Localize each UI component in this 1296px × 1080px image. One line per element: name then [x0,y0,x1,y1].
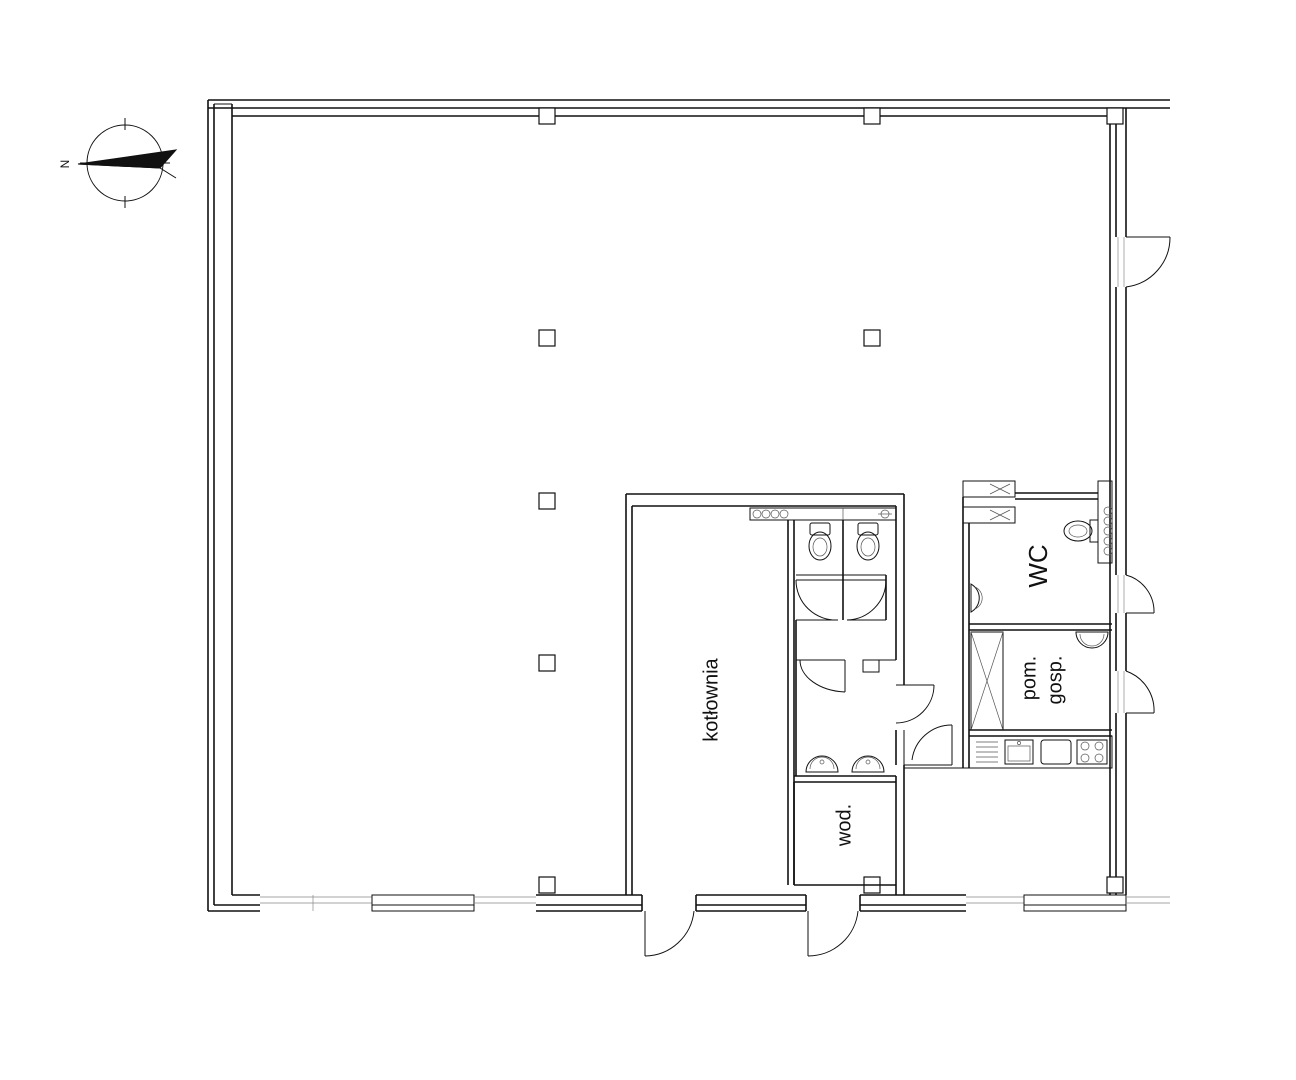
central-block [625,493,935,895]
door-east-top [1125,236,1171,288]
outer-walls [207,99,1170,912]
label-wc: WC [1023,544,1053,587]
column [538,107,556,125]
cooktop-icon [1076,739,1108,765]
column [1106,876,1124,894]
label-utility-line1: pom. [1018,656,1040,700]
column [1106,107,1124,125]
columns [538,107,1124,894]
toilet-icon [1063,519,1099,543]
sink-icon [1075,631,1109,649]
column [863,107,881,125]
compass-icon: N [58,118,178,208]
label-water-meter: wod. [833,804,855,847]
door-south-left [644,910,695,957]
toilet-icon [856,522,880,561]
north-label: N [58,160,72,169]
label-boiler-room: kotłownia [700,657,722,741]
drain-board-icon [976,741,998,763]
column [538,329,556,347]
door-corridor [903,724,953,766]
column [863,329,881,347]
kitchen-sink-icon [1004,739,1034,765]
east-block [904,480,1113,769]
column [538,654,556,672]
door-east-utility [1125,670,1155,714]
column [538,876,556,894]
sink-icon [970,583,983,613]
sink-icon [805,755,839,773]
toilet-icon [808,522,832,561]
sink-icon [851,755,885,773]
oven-icon [1040,739,1072,765]
column [538,492,556,510]
door-south-right [807,910,859,957]
label-utility-line2: gosp. [1044,656,1066,705]
door-east-wc [1125,574,1155,614]
